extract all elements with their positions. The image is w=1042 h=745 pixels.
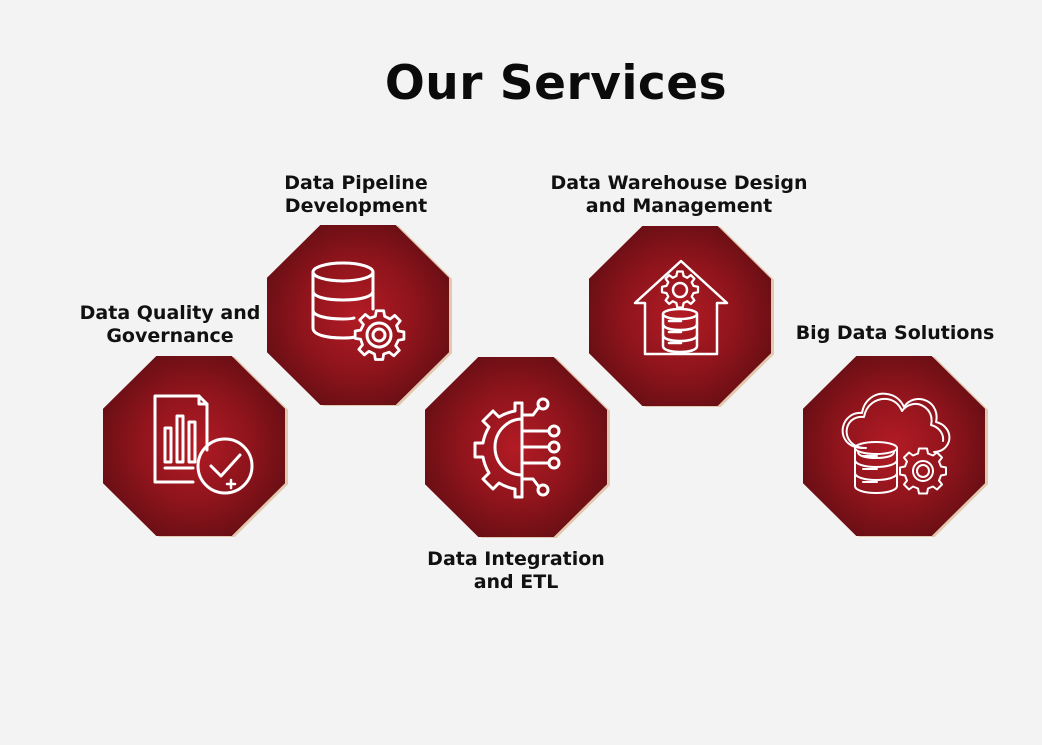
service-card-quality xyxy=(103,356,288,537)
service-card-integration xyxy=(425,357,610,538)
page-title: Our Services xyxy=(384,56,728,111)
report-check-icon xyxy=(153,394,254,495)
octagon-badge xyxy=(425,357,607,537)
service-card-warehouse xyxy=(589,226,774,407)
service-label-pipeline: Data Pipeline Development xyxy=(284,172,428,217)
service-card-pipeline xyxy=(267,225,452,406)
cloud-database-icon xyxy=(841,392,951,495)
service-label-warehouse: Data Warehouse Design and Management xyxy=(550,172,808,217)
service-label-quality: Data Quality and Governance xyxy=(79,302,261,347)
octagon-badge xyxy=(803,356,985,536)
octagon-badge xyxy=(267,225,449,405)
gear-circuit-icon xyxy=(473,397,561,499)
service-label-bigdata: Big Data Solutions xyxy=(795,322,995,344)
warehouse-database-icon xyxy=(633,259,729,356)
database-gear-icon xyxy=(311,261,406,361)
service-card-bigdata xyxy=(803,356,988,537)
octagon-badge xyxy=(589,226,771,406)
octagon-badge xyxy=(103,356,285,536)
service-label-integration: Data Integration and ETL xyxy=(427,548,605,593)
